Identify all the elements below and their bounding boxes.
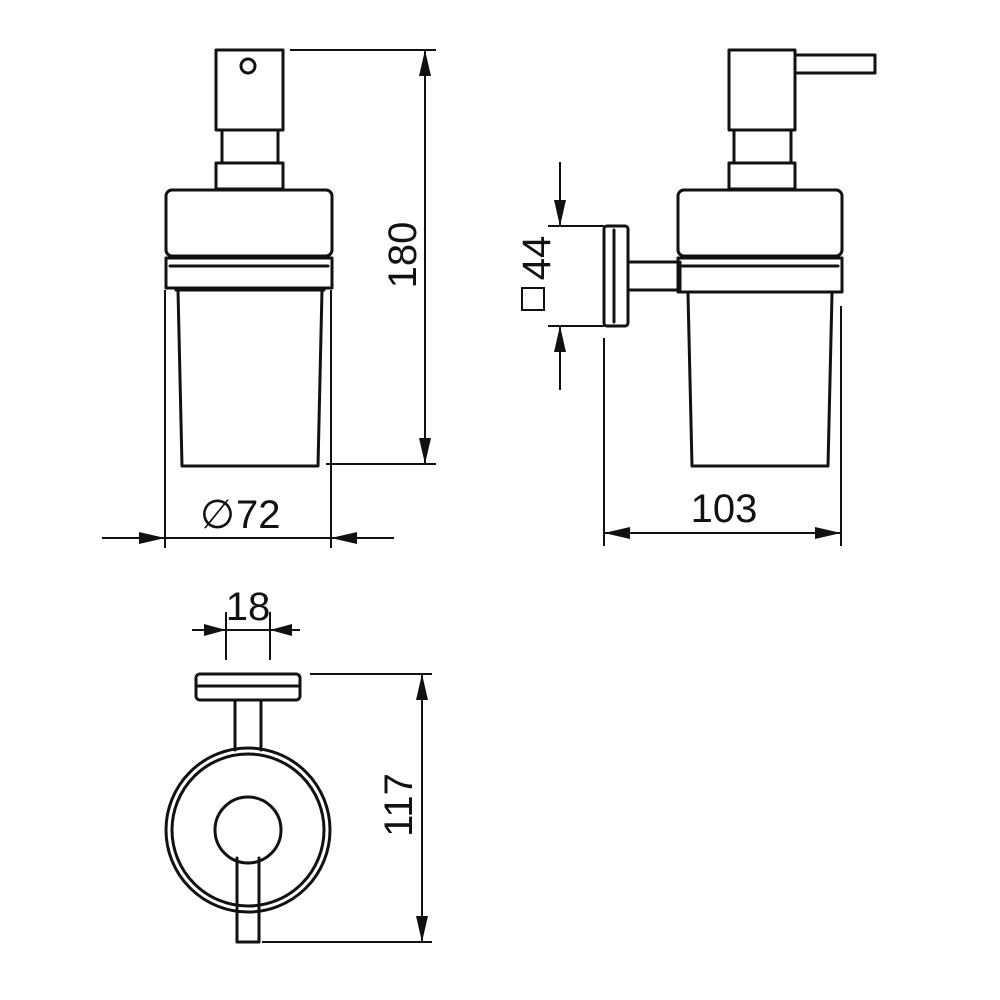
side-view: 44 103	[515, 48, 877, 546]
front-pump-head	[214, 48, 285, 132]
front-pump-stem	[220, 128, 280, 165]
top-depth-arrow-bottom	[416, 916, 428, 942]
front-diam-arrow-left	[139, 532, 165, 544]
front-diameter-label: 72	[236, 493, 281, 537]
side-collar	[676, 256, 844, 294]
side-glass-body	[686, 292, 834, 468]
side-depth-arrow-left	[604, 527, 630, 539]
front-pump-hole	[239, 57, 257, 75]
side-pump-base	[727, 161, 797, 191]
side-depth-arrow-right	[815, 527, 841, 539]
front-diam-arrow-right	[331, 532, 357, 544]
top-depth-label: 117	[377, 773, 421, 837]
top-inner-ring	[170, 752, 326, 908]
side-depth-label: 103	[691, 487, 758, 531]
front-height-label: 180	[381, 222, 425, 289]
front-height-arrow-bottom	[419, 438, 431, 464]
top-width-label: 18	[226, 585, 271, 629]
top-wall-plate	[194, 672, 302, 702]
side-pump-nozzle	[793, 53, 877, 75]
top-outer-ring	[164, 746, 332, 914]
square-symbol	[521, 287, 545, 311]
top-width-arrow-right	[270, 624, 292, 636]
side-plate-arrow-bottom	[554, 326, 566, 352]
side-cap	[676, 188, 844, 258]
top-width-arrow-left	[204, 624, 226, 636]
front-pump-base	[214, 161, 285, 191]
top-view: 18 117	[164, 585, 432, 944]
diameter-symbol: ∅	[200, 493, 235, 537]
side-wall-plate	[602, 224, 630, 328]
front-glass-body	[176, 288, 324, 468]
front-height-arrow-top	[419, 50, 431, 76]
side-plate-arrow-top	[554, 200, 566, 226]
top-pump-head	[213, 795, 283, 865]
side-pump-head	[727, 48, 797, 132]
side-plate-label: 44	[515, 236, 559, 281]
top-depth-arrow-top	[416, 674, 428, 700]
front-view: 180 ∅ 72	[102, 48, 436, 548]
top-nozzle	[235, 856, 261, 944]
front-collar	[164, 256, 334, 290]
side-arm	[626, 260, 682, 292]
side-pump-stem	[732, 128, 793, 165]
front-cap	[164, 188, 334, 258]
